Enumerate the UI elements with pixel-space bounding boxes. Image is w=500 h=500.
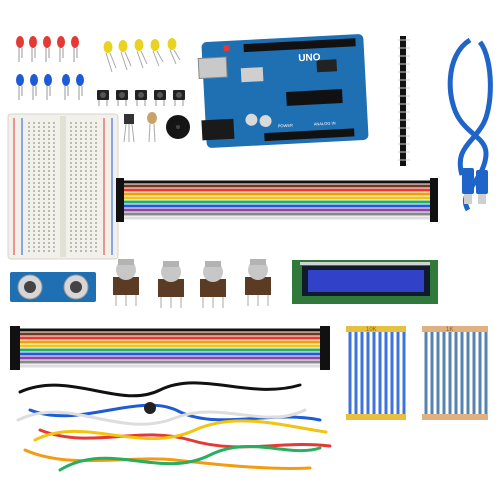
photoresistor (147, 112, 157, 143)
usb-cable-icon (447, 37, 493, 212)
pin-header-strip (398, 36, 410, 166)
lcd-module (292, 260, 438, 304)
loose-jumper-wires (16, 381, 332, 472)
red-led-row (16, 36, 79, 62)
jumper-wire-bundle-top (116, 178, 438, 222)
resistor-strip-10k: 10K (346, 326, 406, 420)
board-model-label: UNO (298, 52, 321, 64)
board-analog-label: ANALOG IN (314, 120, 336, 126)
board-power-label: POWER (278, 123, 293, 129)
push-button-row (97, 90, 185, 106)
resistor-strip-label-1k: 1K (446, 327, 453, 333)
transistor (123, 114, 135, 143)
blue-led-row (16, 74, 84, 100)
jumper-wire-bundle-ribbon (10, 326, 330, 370)
resistor-strip-1k: 1K (422, 326, 488, 420)
potentiometer-icon (113, 259, 271, 308)
breadboard (7, 113, 119, 260)
resistor-strip-label-10k: 10K (366, 327, 377, 333)
arduino-uno-board: UNO POWER ANALOG IN (197, 34, 369, 148)
buzzer-icon (166, 115, 190, 139)
yellow-led-row (103, 38, 181, 73)
ultrasonic-sensor-icon (10, 272, 96, 302)
